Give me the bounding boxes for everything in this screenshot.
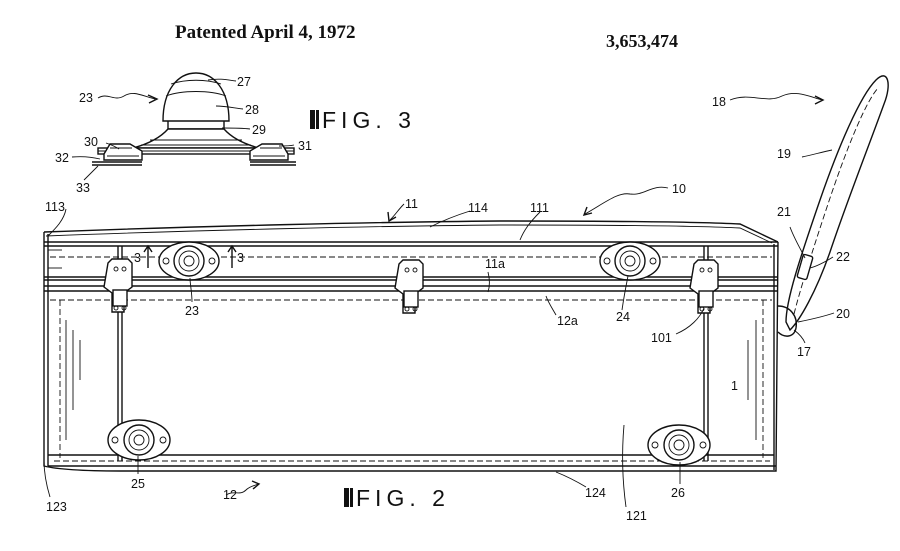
ref-22: 22 (836, 250, 850, 264)
stud-26 (647, 424, 711, 466)
ref-24: 24 (616, 310, 630, 324)
stud-24 (599, 241, 661, 281)
ref-113: 113 (45, 200, 65, 214)
ref-28: 28 (245, 103, 259, 117)
ref-10: 10 (672, 182, 686, 196)
ref-29: 29 (252, 123, 266, 137)
ref-20: 20 (836, 307, 850, 321)
stud-23 (158, 241, 220, 281)
ref-33: 33 (76, 181, 90, 195)
ref-11a: 11a (485, 257, 505, 271)
strap-18 (777, 75, 889, 337)
fig2-caption-text: FIG. 2 (356, 485, 450, 511)
ref-121: 121 (626, 509, 647, 523)
ref-101: 101 (651, 331, 672, 345)
hasp-center (394, 259, 424, 314)
patent-date: Patented April 4, 1972 (175, 22, 356, 43)
ref-23-fig3: 23 (79, 91, 93, 105)
fig3-title: FIG. 3 (310, 107, 416, 133)
hasp-right (689, 259, 719, 314)
ref-19: 19 (777, 147, 791, 161)
ref-25: 25 (131, 477, 145, 491)
ref-3-right: 3 (237, 251, 244, 265)
ref-111: 111 (530, 201, 549, 215)
hasp-left (103, 258, 133, 313)
ref-21: 21 (777, 205, 791, 219)
ref-23-fig2: 23 (185, 304, 199, 318)
ref-114: 114 (468, 201, 488, 215)
ref-17: 17 (797, 345, 811, 359)
stud-25 (107, 419, 171, 461)
ref-32: 32 (55, 151, 69, 165)
fig2-trunk-drawing (43, 75, 889, 508)
ref-31: 31 (298, 139, 312, 153)
ref-27: 27 (237, 75, 251, 89)
patent-number: 3,653,474 (606, 31, 678, 51)
ref-26: 26 (671, 486, 685, 500)
fig2-title: FIG. 2 (344, 485, 450, 511)
ref-30: 30 (84, 135, 98, 149)
ref-124: 124 (585, 486, 606, 500)
ref-12a: 12a (557, 314, 578, 328)
ref-1: 1 (731, 379, 738, 393)
ref-12: 12 (223, 488, 237, 502)
fig3-stud-drawing (71, 72, 296, 181)
fig3-caption-text: FIG. 3 (322, 107, 416, 133)
ref-3-left: 3 (134, 251, 141, 265)
ref-123: 123 (46, 500, 67, 514)
ref-11: 11 (405, 197, 418, 211)
ref-18: 18 (712, 95, 726, 109)
